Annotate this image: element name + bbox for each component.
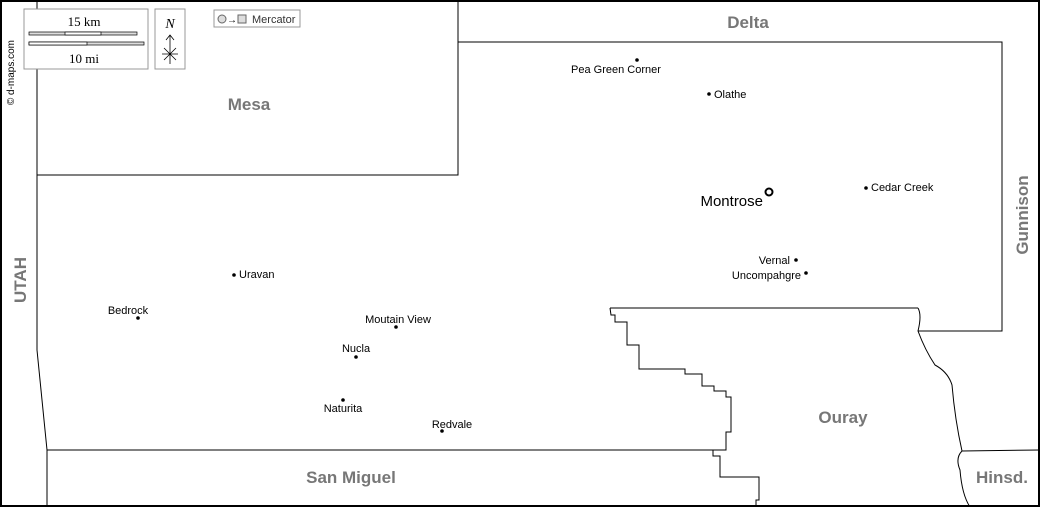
city-nucla: Nucla xyxy=(342,343,371,355)
svg-text:→: → xyxy=(227,15,237,26)
region-gunnison: Gunnison xyxy=(1013,175,1032,254)
cities: Pea Green Corner Olathe Cedar Creek Vern… xyxy=(108,58,934,433)
region-utah: UTAH xyxy=(11,257,30,303)
city-pea-green-corner: Pea Green Corner xyxy=(571,64,661,76)
capital-label: Montrose xyxy=(700,193,763,210)
city-moutain-view: Moutain View xyxy=(365,314,431,326)
region-san-miguel: San Miguel xyxy=(306,468,396,487)
city-olathe: Olathe xyxy=(714,89,746,101)
region-delta: Delta xyxy=(727,13,769,32)
capital-montrose: Montrose xyxy=(700,187,774,210)
compass-icon xyxy=(162,34,178,64)
capital-marker-icon xyxy=(764,187,774,197)
region-ouray: Ouray xyxy=(818,408,868,427)
city-uncompahgre: Uncompahgre xyxy=(732,270,801,282)
north-label: N xyxy=(164,17,175,32)
projection-badge: → Mercator xyxy=(213,9,301,28)
map-square-icon xyxy=(237,14,247,24)
scale-bar: 15 km 10 mi xyxy=(23,8,149,70)
county-labels: Mesa Delta Gunnison UTAH Ouray San Migue… xyxy=(11,13,1032,487)
scale-km-label: 15 km xyxy=(68,14,101,29)
north-arrow: N xyxy=(154,8,186,70)
city-cedar-creek: Cedar Creek xyxy=(871,182,934,194)
city-naturita: Naturita xyxy=(324,403,363,415)
region-hinsdale: Hinsd. xyxy=(976,468,1028,487)
county-boundaries xyxy=(36,0,1040,507)
city-redvale: Redvale xyxy=(432,419,472,431)
city-bedrock: Bedrock xyxy=(108,305,149,317)
region-mesa: Mesa xyxy=(228,95,271,114)
projection-label: Mercator xyxy=(252,14,296,26)
credit-text: © d-maps.com xyxy=(6,40,17,105)
globe-icon xyxy=(217,14,227,24)
city-vernal: Vernal xyxy=(759,255,790,267)
city-uravan: Uravan xyxy=(239,269,274,281)
scale-mi-label: 10 mi xyxy=(69,51,99,66)
